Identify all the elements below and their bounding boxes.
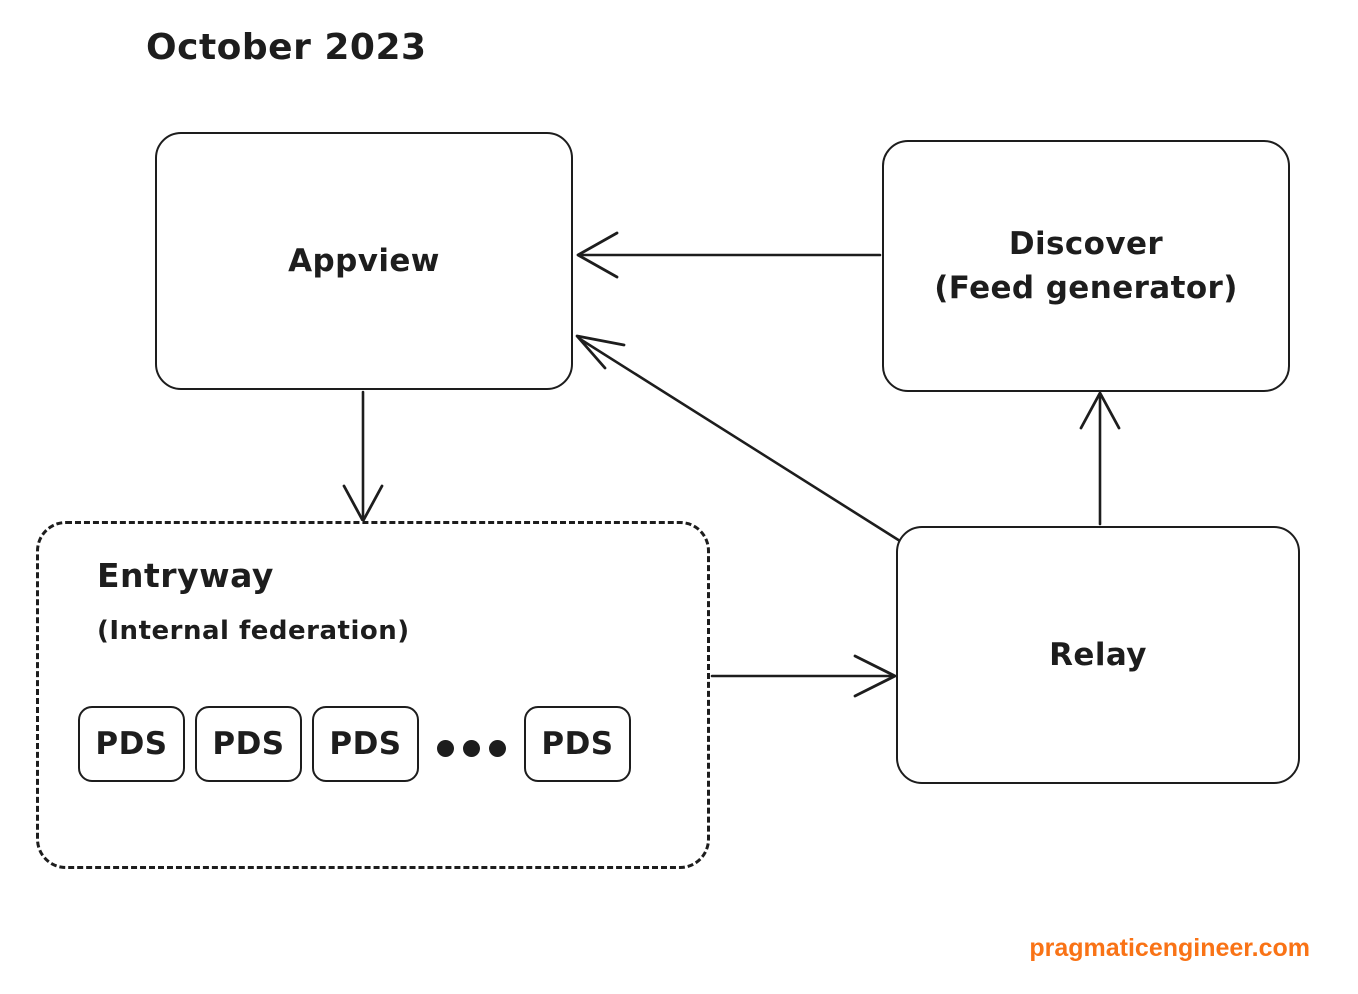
pds-node-1[interactable]: PDS	[78, 706, 185, 782]
pds-node-3[interactable]: PDS	[312, 706, 419, 782]
edge-discover-to-appview	[576, 231, 882, 279]
pds-node-4-label: PDS	[541, 726, 614, 762]
pds-node-4[interactable]: PDS	[524, 706, 631, 782]
node-discover-label: Discover (Feed generator)	[934, 226, 1238, 306]
pds-node-3-label: PDS	[329, 726, 402, 762]
ellipsis-dot-2	[463, 739, 480, 757]
edge-relay-to-discover	[1079, 391, 1121, 526]
watermark: pragmaticengineer.com	[1029, 934, 1310, 962]
node-relay-label: Relay	[1049, 636, 1147, 673]
pds-ellipsis-icon	[437, 732, 506, 757]
entryway-subtitle: (Internal federation)	[97, 616, 410, 646]
pds-node-1-label: PDS	[95, 726, 168, 762]
pds-row: PDS PDS PDS PDS	[78, 706, 641, 782]
pds-node-2-label: PDS	[212, 726, 285, 762]
node-appview-label: Appview	[288, 242, 440, 279]
edge-entryway-to-relay	[710, 654, 897, 698]
ellipsis-dot-1	[437, 739, 454, 757]
diagram-title: October 2023	[146, 27, 427, 68]
pds-node-2[interactable]: PDS	[195, 706, 302, 782]
node-relay[interactable]: Relay	[896, 526, 1300, 784]
group-entryway[interactable]: Entryway (Internal federation) PDS PDS P…	[36, 521, 710, 869]
node-appview[interactable]: Appview	[155, 132, 573, 390]
edge-relay-to-appview	[575, 334, 902, 543]
ellipsis-dot-3	[489, 739, 506, 757]
node-discover[interactable]: Discover (Feed generator)	[882, 140, 1290, 392]
edge-appview-to-entryway	[342, 390, 384, 523]
entryway-title: Entryway	[97, 556, 274, 595]
